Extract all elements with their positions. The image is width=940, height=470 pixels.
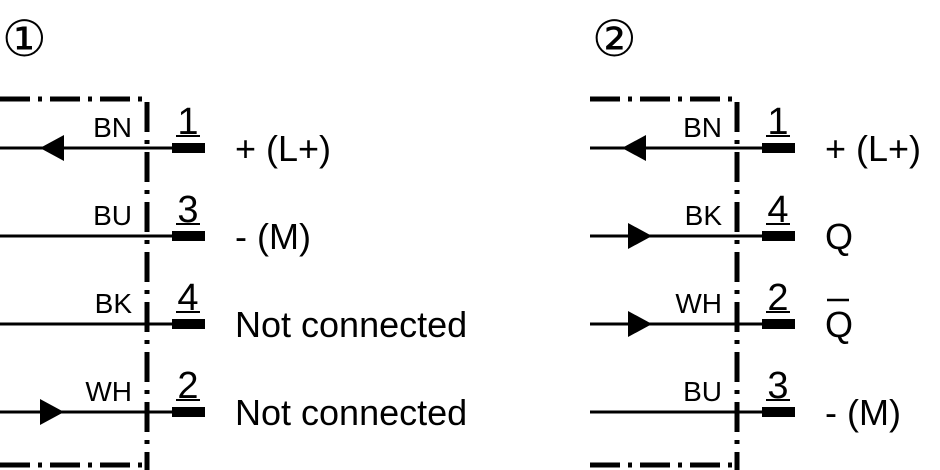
wire-color-code: WH <box>675 288 722 319</box>
pin-number: 4 <box>177 277 198 319</box>
signal-label: Not connected <box>235 304 467 345</box>
wire-bn: BN 1 + (L+) <box>590 101 921 169</box>
signal-label: Not connected <box>235 392 467 433</box>
arrow-right-icon <box>628 223 652 249</box>
pin-number: 1 <box>177 101 198 143</box>
wire-bk: BK 4Q <box>590 189 853 257</box>
wire-bu: BU 3 - (M) <box>0 189 311 257</box>
pin-number: 3 <box>177 189 198 231</box>
terminal-pin <box>762 319 795 329</box>
wire-color-code: BU <box>683 376 722 407</box>
arrow-left-icon <box>40 135 64 161</box>
terminal-pin <box>172 319 205 329</box>
signal-label: + (L+) <box>825 128 921 169</box>
wire-color-code: BU <box>93 200 132 231</box>
terminal-pin <box>762 143 795 153</box>
pin-number: 2 <box>177 365 198 407</box>
pin-number: 3 <box>767 365 788 407</box>
pin-number: 4 <box>767 189 788 231</box>
diagram-number: ② <box>592 11 637 67</box>
pin-number: 1 <box>767 101 788 143</box>
housing-boundary <box>590 96 740 470</box>
wire-color-code: WH <box>85 376 132 407</box>
signal-label: - (M) <box>825 392 901 433</box>
wire-color-code: BN <box>683 112 722 143</box>
pin-number: 2 <box>767 277 788 319</box>
signal-label: - (M) <box>235 216 311 257</box>
wire-bn: BN 1 + (L+) <box>0 101 331 169</box>
arrow-right-icon <box>40 399 64 425</box>
housing-boundary <box>0 96 150 470</box>
arrow-right-icon <box>628 311 652 337</box>
wire-wh: WH 2Q <box>590 277 853 345</box>
arrow-left-icon <box>622 135 646 161</box>
terminal-pin <box>172 143 205 153</box>
signal-label: Q <box>825 216 853 257</box>
terminal-pin <box>762 407 795 417</box>
terminal-pin <box>762 231 795 241</box>
signal-label: + (L+) <box>235 128 331 169</box>
signal-label: Q <box>825 304 853 345</box>
wire-color-code: BK <box>95 288 133 319</box>
diagram-number: ① <box>2 11 47 67</box>
wire-color-code: BK <box>685 200 723 231</box>
terminal-pin <box>172 231 205 241</box>
wire-color-code: BN <box>93 112 132 143</box>
wire-bu: BU 3 - (M) <box>590 365 901 433</box>
terminal-pin <box>172 407 205 417</box>
